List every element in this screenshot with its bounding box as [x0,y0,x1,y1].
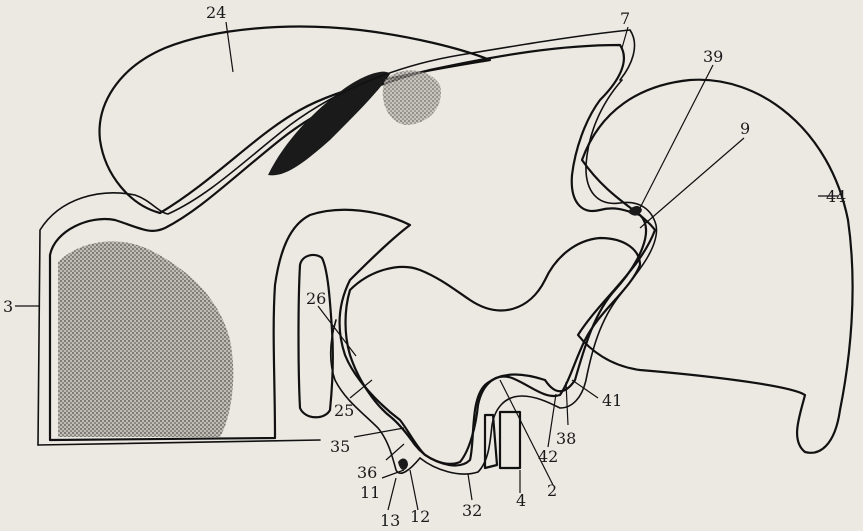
label-24: 24 [206,3,226,22]
label-7: 7 [620,9,630,28]
notch-4 [485,415,497,468]
label-39: 39 [703,47,723,66]
label-2: 2 [547,481,557,500]
label-35: 35 [330,437,350,456]
dark-left-region [58,241,233,437]
label-12: 12 [410,507,430,526]
upper-bulge [383,70,441,125]
slit-26-25 [299,255,333,417]
tip-11-13 [398,458,408,469]
label-42: 42 [538,447,558,466]
inner-membrane-right [420,80,657,474]
label-3: 3 [3,297,13,316]
label-44: 44 [826,187,846,206]
label-11: 11 [360,483,380,502]
label-13: 13 [380,511,400,530]
label-38: 38 [556,429,576,448]
label-25: 25 [334,401,354,420]
label-26: 26 [306,289,326,308]
label-41: 41 [602,391,622,410]
dark-cavity [268,72,390,176]
label-4: 4 [516,491,526,510]
peg-4 [500,412,520,468]
label-36: 36 [357,463,377,482]
label-32: 32 [462,501,482,520]
central-mass [346,238,641,464]
lobe-24 [100,27,490,213]
label-9: 9 [740,119,750,138]
